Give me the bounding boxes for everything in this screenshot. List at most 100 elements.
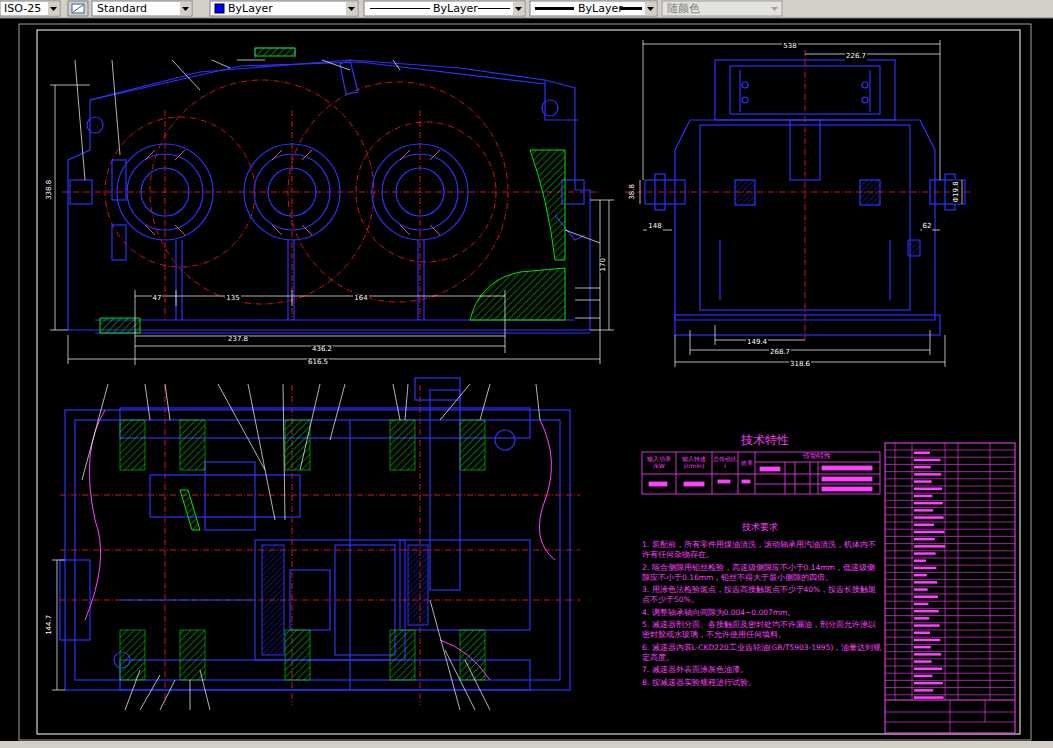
dropdown-value: Standard <box>97 2 147 15</box>
table-entry-mark <box>914 632 930 635</box>
toolbar-dropdown: ByLayer <box>365 1 512 16</box>
table-rule <box>885 572 1015 573</box>
table-rule <box>885 594 1015 595</box>
table-rule <box>885 457 1015 458</box>
table-entry-mark <box>914 603 928 606</box>
table-entry-mark <box>914 480 932 483</box>
table-entry-mark <box>914 495 932 498</box>
toolbar-dropdown: ISO-25 <box>2 1 48 16</box>
table-text: 总传动比 i <box>713 456 737 469</box>
table-entry-mark <box>914 696 944 699</box>
table-rule <box>885 550 1015 551</box>
dimension-text: 538 <box>782 43 797 51</box>
table-rule <box>885 507 1015 508</box>
table-entry-mark <box>914 516 944 519</box>
table-rule <box>885 543 1015 544</box>
table-rule <box>885 622 1015 623</box>
table-entry-mark <box>914 675 932 678</box>
table-rule <box>885 601 1015 602</box>
table-rule <box>885 450 1015 451</box>
table-frame <box>885 443 1015 733</box>
dimension-text: 62 <box>922 223 933 231</box>
table-rule <box>985 700 986 722</box>
table-rule <box>885 651 1015 652</box>
table-entry-mark <box>914 545 945 548</box>
table-entry-mark <box>914 502 943 505</box>
table-entry-mark <box>914 466 931 469</box>
command-bar <box>0 741 1053 748</box>
dimension-text: 338.8 <box>46 179 54 201</box>
table-rule <box>885 471 1015 472</box>
requirements-block: 1. 装配前，所有零件用煤油清洗，滚动轴承用汽油清洗，机体内不许有任何杂物存在。… <box>642 540 882 690</box>
requirement-note: 4. 调整轴承轴向间隙为0.004~0.007mm。 <box>642 608 882 618</box>
dimension-text: 237.8 <box>227 336 249 344</box>
requirement-note: 5. 减速器剖分面、各接触面及密封处均不许漏油，剖分面允许涂以密封胶或水玻璃，不… <box>642 620 882 640</box>
table-rule <box>885 680 1015 681</box>
table-rule <box>895 443 896 700</box>
dropdown-value: ISO-25 <box>4 2 41 15</box>
table-rule <box>885 558 1015 559</box>
table-rule <box>885 637 1015 638</box>
dropdown-value: 随颜色 <box>667 2 700 15</box>
dropdown-value: ByLayer <box>228 2 273 15</box>
table-rule <box>885 694 1015 695</box>
table-rule <box>885 493 1015 494</box>
table-entry-mark <box>914 524 934 527</box>
table-entry-mark <box>914 668 942 671</box>
table-text: 技术特性 <box>740 434 790 447</box>
table-rule <box>885 666 1015 667</box>
table-entry-mark <box>914 682 943 685</box>
dimension-text: 38.8 <box>629 183 637 201</box>
dimension-text: 616.5 <box>307 359 329 367</box>
table-entry-mark <box>914 488 942 491</box>
table-rule <box>885 644 1015 645</box>
plan-view <box>52 378 580 710</box>
dimension-text: 436.2 <box>311 346 333 354</box>
toolbar-dropdown: ByLayer <box>211 1 345 16</box>
table-rule <box>912 443 913 700</box>
table-rule <box>885 478 1015 479</box>
table-rule <box>885 565 1015 566</box>
table-entry-mark <box>914 617 929 620</box>
table-rule <box>885 529 1015 530</box>
drawing-frame <box>19 24 1031 740</box>
table-text: 输入转速 (r/min) <box>677 456 711 469</box>
parts-list <box>885 443 1015 733</box>
toolbar-dropdown: Standard <box>93 1 179 16</box>
table-rule <box>885 673 1015 674</box>
table-rule <box>885 687 1015 688</box>
table-entry-mark <box>914 689 933 692</box>
table-rule <box>885 522 1015 523</box>
table-entry-mark <box>914 560 926 563</box>
table-entry-mark <box>914 596 938 599</box>
dimension-text: 164 <box>353 295 368 303</box>
dimension-text: Φ19.8 <box>953 180 961 203</box>
table-entry-mark <box>914 588 928 591</box>
table-rule <box>885 615 1015 616</box>
dimension-text: 268.7 <box>769 349 791 357</box>
table-entry-mark <box>914 538 935 541</box>
requirement-note: 1. 装配前，所有零件用煤油清洗，滚动轴承用汽油清洗，机体内不许有任何杂物存在。 <box>642 540 882 560</box>
front-view <box>50 48 614 365</box>
toolbar-dropdown: ByLayer <box>531 1 644 16</box>
requirement-note: 8. 按减速器实验规程进行试验。 <box>642 678 882 688</box>
table-rule <box>885 486 1015 487</box>
side-view <box>625 40 970 367</box>
table-entry-mark <box>914 646 931 649</box>
dimension-text: 318.6 <box>789 361 811 369</box>
table-entry-mark <box>914 610 939 613</box>
table-rule <box>950 700 951 733</box>
table-entry-mark <box>914 531 944 534</box>
table-rule <box>885 464 1015 465</box>
table-entry-mark <box>914 552 936 555</box>
table-entry-mark <box>914 624 940 627</box>
dimension-text: 148 <box>647 223 662 231</box>
requirement-note: 3. 用涂色法检验斑点，按齿高接触斑点不少于40%，按齿长接触斑点不少于50%。 <box>642 585 882 605</box>
dropdown-value: ByLayer <box>433 2 478 15</box>
table-rule <box>885 536 1015 537</box>
table-rule <box>885 630 1015 631</box>
table-entry-mark <box>914 574 927 577</box>
table-rule <box>885 500 1015 501</box>
table-entry-mark <box>914 452 930 455</box>
